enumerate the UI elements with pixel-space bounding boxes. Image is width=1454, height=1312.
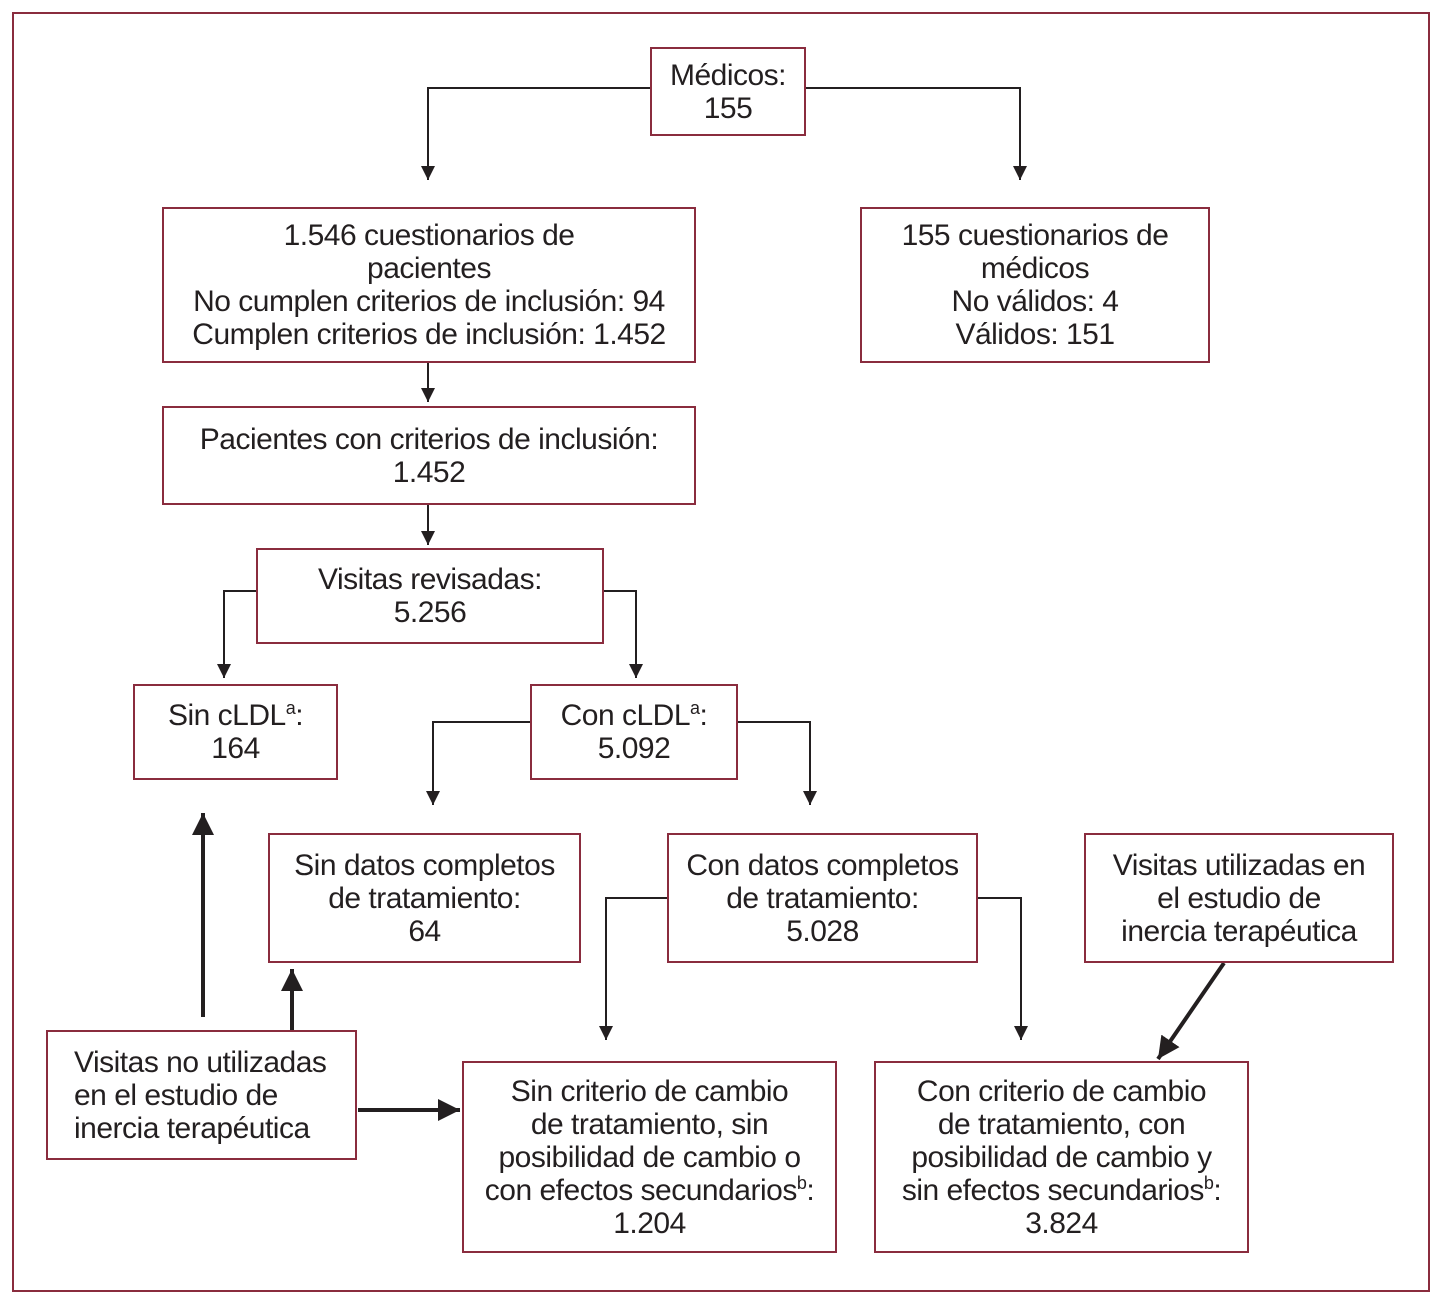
arrow-medicos-to-cuestionarios-medicos [806,87,1027,180]
cuestionarios-pacientes-excluded: No cumplen criterios de inclusión: 94 [193,285,665,318]
cuestionarios-medicos-valid: Válidos: 151 [955,318,1115,351]
visitas-no-utilizadas-line-3: inercia terapéutica [74,1111,310,1145]
arrow-medicos-to-pacientes [421,87,650,180]
arrow-visitas-to-sin-cldl [217,590,258,678]
arrow-con-cldl-to-sin-datos [426,721,532,805]
con-cldl-footnote: a [690,698,700,718]
visitas-revisadas-label: Visitas revisadas: [318,563,542,596]
sin-cldl-footnote: a [285,698,296,718]
cuestionarios-medicos-invalid: No válidos: 4 [951,285,1119,318]
sin-cldl-colon: : [295,699,304,732]
pacientes-criterios-label: Pacientes con criterios de inclusión: [199,422,659,456]
con-criterio-line-1: Con criterio de cambio [916,1074,1207,1108]
sin-criterio-line-1: Sin criterio de cambio [510,1074,789,1108]
visitas-no-utilizadas-line-2: en el estudio de [74,1078,278,1112]
sin-criterio-line-4: con efectos secundariosb: [484,1172,815,1207]
cuestionarios-medicos-box: 155 cuestionarios de médicos No válidos:… [860,207,1210,363]
cuestionarios-medicos-line-2: médicos [980,252,1090,285]
medicos-box: Médicos: 155 [650,47,806,136]
outer-frame [12,12,1430,1292]
sin-datos-count: 64 [408,914,441,948]
sin-criterio-box: Sin criterio de cambio de tratamiento, s… [462,1061,837,1253]
cuestionarios-pacientes-included: Cumplen criterios de inclusión: 1.452 [192,318,666,351]
cuestionarios-medicos-line-1: 155 cuestionarios de [901,219,1169,252]
con-criterio-line-4-text: sin efectos secundarios [901,1173,1205,1207]
arrow-visitas-to-con-cldl [604,590,643,678]
sin-criterio-line-3: posibilidad de cambio o [498,1140,801,1174]
visitas-revisadas-box: Visitas revisadas: 5.256 [256,548,604,644]
visitas-utilizadas-line-1: Visitas utilizadas en [1112,848,1366,882]
arrow-utilizadas-to-con-criterio [1156,961,1226,1061]
arrow-con-datos-to-sin-criterio [599,897,668,1040]
sin-cldl-text: Sin cLDL [167,699,286,732]
con-cldl-count: 5.092 [597,732,671,765]
cuestionarios-pacientes-box: 1.546 cuestionarios de pacientes No cump… [162,207,696,363]
sin-cldl-box: Sin cLDLa: 164 [133,684,338,780]
con-datos-line-1: Con datos completos [686,848,959,882]
visitas-utilizadas-box: Visitas utilizadas en el estudio de iner… [1084,833,1394,963]
con-datos-box: Con datos completos de tratamiento: 5.02… [667,833,978,963]
con-cldl-label: Con cLDLa: [561,699,708,732]
con-criterio-line-4: sin efectos secundariosb: [901,1172,1222,1207]
visitas-utilizadas-line-2: el estudio de [1157,881,1321,915]
con-criterio-colon: : [1213,1173,1222,1207]
con-criterio-line-3: posibilidad de cambio y [911,1140,1212,1174]
medicos-count: 155 [703,91,753,125]
sin-criterio-count: 1.204 [613,1206,686,1240]
sin-datos-line-1: Sin datos completos [294,848,555,882]
sin-criterio-footnote: b [796,1172,807,1193]
con-cldl-box: Con cLDLa: 5.092 [530,684,738,780]
medicos-label: Médicos: [669,58,787,92]
con-cldl-colon: : [699,699,708,732]
pacientes-criterios-box: Pacientes con criterios de inclusión: 1.… [162,406,696,505]
sin-datos-line-2: de tratamiento: [328,881,521,915]
con-criterio-count: 3.824 [1025,1206,1098,1240]
visitas-utilizadas-line-3: inercia terapéutica [1121,914,1357,948]
sin-datos-box: Sin datos completos de tratamiento: 64 [268,833,581,963]
con-criterio-footnote: b [1203,1172,1214,1193]
visitas-revisadas-count: 5.256 [393,596,467,629]
sin-cldl-label: Sin cLDLa: [167,698,304,732]
arrow-con-cldl-to-con-datos [738,721,817,805]
sin-criterio-line-2: de tratamiento, sin [530,1107,769,1141]
sin-cldl-count: 164 [211,732,260,765]
cuestionarios-pacientes-line-1: 1.546 cuestionarios de [283,219,575,252]
arrow-con-datos-to-con-criterio [978,897,1028,1040]
con-datos-line-2: de tratamiento: [726,881,919,915]
sin-criterio-line-4-text: con efectos secundarios [484,1173,798,1207]
con-datos-count: 5.028 [786,914,859,948]
pacientes-criterios-count: 1.452 [392,455,466,489]
visitas-no-utilizadas-box: Visitas no utilizadas en el estudio de i… [46,1030,357,1160]
visitas-no-utilizadas-line-1: Visitas no utilizadas [74,1045,327,1079]
con-criterio-box: Con criterio de cambio de tratamiento, c… [874,1061,1249,1253]
sin-criterio-colon: : [806,1173,815,1207]
con-cldl-text: Con cLDL [560,699,691,732]
con-criterio-line-2: de tratamiento, con [937,1107,1186,1141]
cuestionarios-pacientes-line-2: pacientes [367,252,491,285]
